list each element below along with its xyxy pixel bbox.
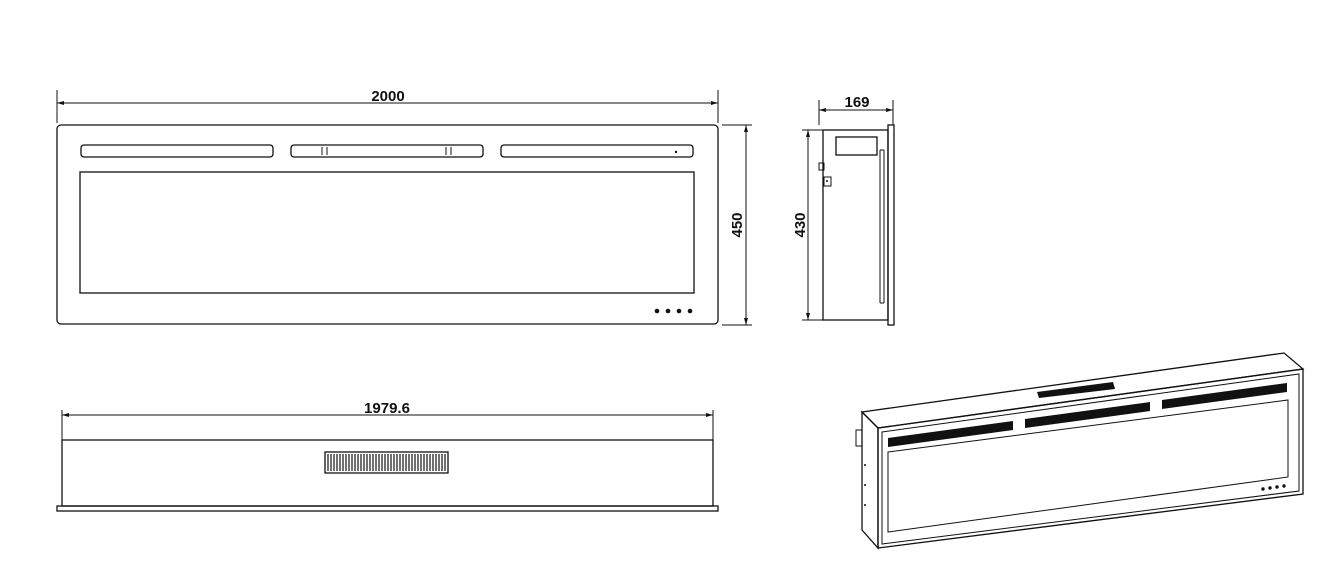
- persp-front-face: [877, 368, 1304, 549]
- front-strip-marks: [321, 147, 678, 155]
- bottom-vent-slots: [327, 454, 446, 471]
- side-front-panel: [887, 124, 895, 326]
- persp-side-face: [861, 410, 879, 550]
- bottom-view: 1979.6: [56, 400, 719, 512]
- front-width-dimension: 2000: [56, 88, 719, 123]
- bottom-vent-grille: [324, 451, 449, 474]
- front-control-buttons: [654, 308, 693, 314]
- front-top-strip-center: [290, 144, 484, 158]
- front-view: 2000 450: [56, 88, 752, 326]
- front-display-window: [79, 171, 695, 294]
- front-top-strip-left: [80, 144, 274, 158]
- front-outer-frame: [56, 124, 719, 325]
- side-body: [822, 129, 889, 321]
- bottom-front-lip: [56, 505, 719, 512]
- bottom-width-dimension: 1979.6: [61, 400, 714, 440]
- persp-strip-right: [1162, 383, 1287, 409]
- side-height-label: 430: [792, 212, 809, 237]
- persp-inner-border: [881, 373, 1300, 545]
- front-height-dimension: 450: [722, 124, 752, 326]
- persp-display-window: [887, 399, 1289, 533]
- side-depth-dimension: 169: [818, 94, 894, 125]
- persp-strip-left: [888, 421, 1013, 447]
- side-view: 169 430: [792, 94, 895, 326]
- side-small-tab: [823, 176, 832, 187]
- side-bracket: [818, 162, 825, 171]
- front-top-strip-right: [500, 144, 694, 158]
- bottom-width-label: 1979.6: [364, 400, 410, 417]
- side-height-dimension: 430: [792, 129, 823, 321]
- persp-top-vent: [1037, 382, 1115, 398]
- front-height-label: 450: [729, 212, 746, 237]
- side-top-box: [835, 136, 878, 156]
- persp-control-buttons: [1261, 484, 1286, 491]
- side-depth-label: 169: [844, 94, 869, 111]
- perspective-view: [855, 352, 1305, 550]
- persp-strip-center: [1025, 402, 1150, 428]
- front-width-label: 2000: [371, 88, 404, 105]
- persp-side-bracket: [855, 429, 863, 447]
